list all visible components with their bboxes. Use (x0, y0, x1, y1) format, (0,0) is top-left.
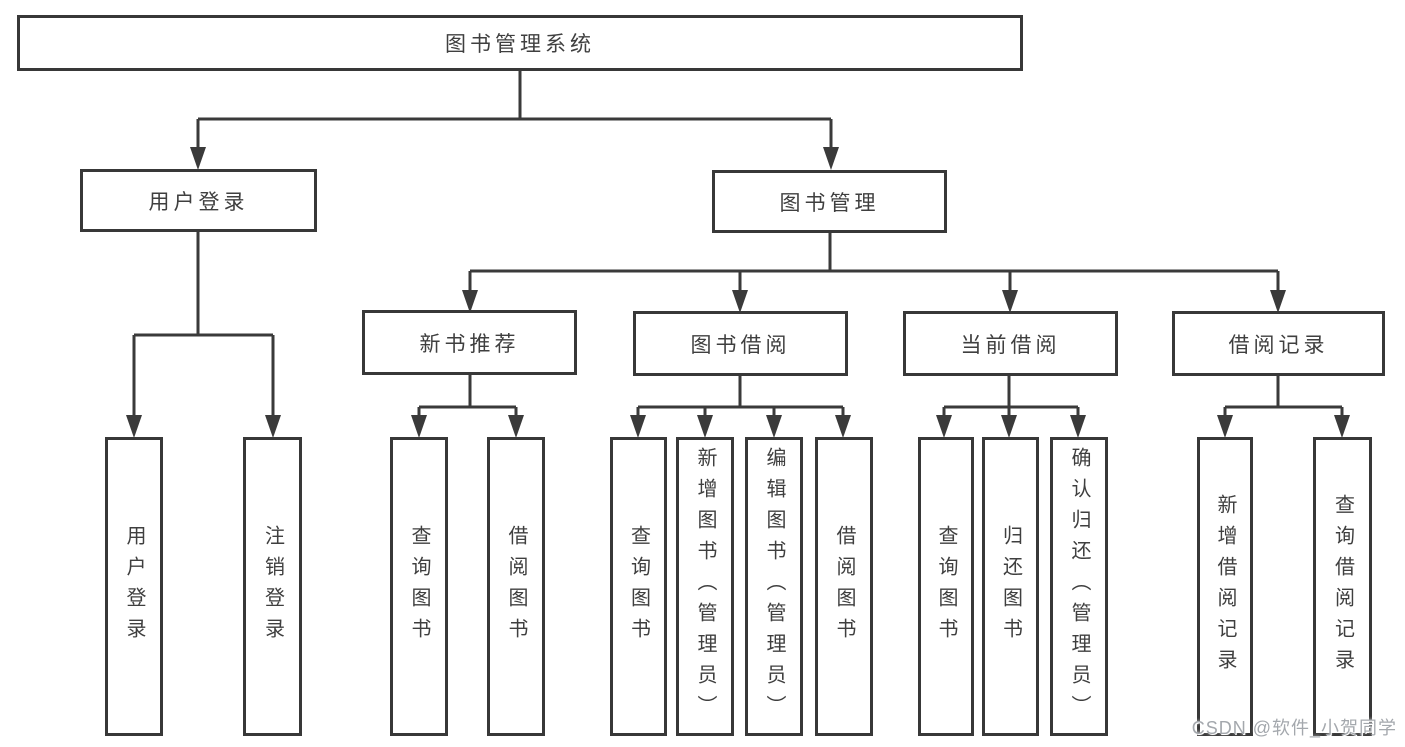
leaf-label: 查询图书 (627, 524, 650, 649)
leaf-query-books-recommend: 查询图书 (390, 437, 448, 736)
node-user-login: 用户登录 (80, 169, 317, 232)
leaf-label: 借阅图书 (505, 524, 527, 649)
node-label: 图书借阅 (690, 333, 791, 357)
leaf-query-books-current: 查询图书 (918, 437, 974, 736)
leaf-return-book: 归还图书 (982, 437, 1039, 736)
leaf-confirm-return-admin: 确认归还（管理员） (1050, 437, 1108, 736)
leaf-add-borrow-record: 新增借阅记录 (1197, 437, 1253, 736)
leaf-label: 用户登录 (123, 524, 145, 649)
leaf-logout: 注销登录 (243, 437, 302, 736)
node-label: 新书推荐 (419, 332, 520, 356)
node-book-management: 图书管理 (712, 170, 947, 233)
leaf-query-borrow-record: 查询借阅记录 (1313, 437, 1372, 736)
leaf-label: 新增借阅记录 (1214, 493, 1236, 680)
leaf-label: 查询图书 (935, 524, 957, 649)
leaf-label: 查询借阅记录 (1331, 493, 1354, 680)
leaf-borrow-books: 借阅图书 (815, 437, 873, 736)
node-label: 当前借阅 (960, 333, 1061, 357)
leaf-user-login: 用户登录 (105, 437, 163, 736)
leaf-label: 确认归还（管理员） (1068, 447, 1090, 726)
node-label: 借阅记录 (1228, 333, 1329, 357)
connector-book-borrow-to-leaves (630, 376, 851, 438)
connector-current-borrow-to-leaves (936, 376, 1086, 438)
leaf-label: 查询图书 (408, 524, 430, 649)
csdn-watermark: CSDN @软件_小贺同学 (1191, 718, 1397, 738)
node-book-borrow: 图书借阅 (633, 311, 848, 376)
connector-user-login-to-leaves (126, 232, 281, 438)
leaf-add-book-admin: 新增图书（管理员） (676, 437, 734, 736)
leaf-label: 编辑图书（管理员） (763, 447, 785, 726)
connector-borrow-records-to-leaves (1217, 376, 1350, 438)
node-library-management-system: 图书管理系统 (17, 15, 1023, 71)
node-label: 图书管理 (779, 191, 880, 215)
leaf-label: 注销登录 (261, 524, 284, 649)
leaf-query-books-borrow: 查询图书 (610, 437, 667, 736)
leaf-label: 新增图书（管理员） (694, 447, 716, 726)
connector-book-management-to-level3 (462, 233, 1286, 313)
leaf-borrow-books-recommend: 借阅图书 (487, 437, 545, 736)
leaf-label: 借阅图书 (833, 524, 855, 649)
connector-new-book-to-leaves (411, 375, 524, 438)
node-new-book-recommend: 新书推荐 (362, 310, 577, 375)
connector-root-to-level2 (190, 71, 839, 170)
leaf-edit-book-admin: 编辑图书（管理员） (745, 437, 803, 736)
node-current-borrow: 当前借阅 (903, 311, 1118, 376)
leaf-label: 归还图书 (999, 524, 1022, 649)
node-label: 图书管理系统 (445, 33, 595, 56)
node-borrow-records: 借阅记录 (1172, 311, 1385, 376)
node-label: 用户登录 (148, 190, 249, 214)
